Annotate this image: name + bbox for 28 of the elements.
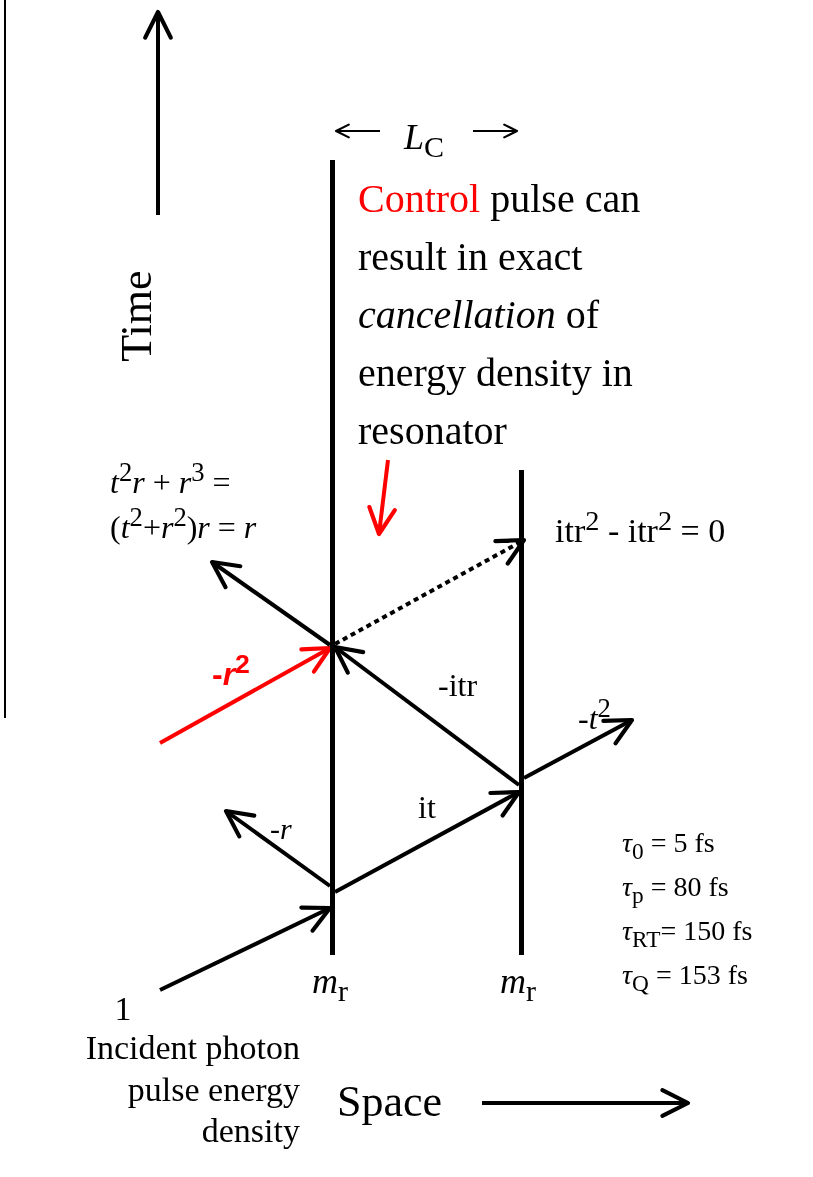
- arrow: [209, 559, 332, 647]
- axis-label: Time: [113, 270, 162, 362]
- parameter-text: τ$_{p}$ = 80 fs: [622, 872, 729, 909]
- caption-text: Incident photon pulse energy density: [84, 1028, 300, 1152]
- parameter-text: τ$_{RT}$= 150 fs: [622, 916, 753, 953]
- dimension-label: L$_{C}$: [404, 118, 445, 164]
- edge-label: -itr: [438, 668, 478, 704]
- dotted-arrow: [334, 537, 527, 646]
- arrow: [332, 644, 521, 787]
- arrow: [159, 645, 333, 745]
- arrow: [334, 789, 522, 894]
- mirror-label: m$_{r}$: [312, 962, 348, 1008]
- edge-label: itr$^{2}$ - itr$^{2}$ = 0: [555, 505, 726, 550]
- arrow: [159, 905, 333, 992]
- edge-label: it: [418, 790, 436, 826]
- edge-label: -t$^{2}$: [578, 694, 611, 736]
- arrow: [223, 808, 332, 888]
- number-label: 1: [113, 990, 133, 1028]
- mirror-label: m$_{r}$: [500, 962, 536, 1008]
- edge-label: -r: [270, 812, 292, 845]
- arrow: [367, 459, 397, 537]
- axis-label: Space: [337, 1078, 443, 1127]
- edge-label: t$^{2}$r + r$^{3}$ = (t$^{2}$+r$^{2}$)r = r: [110, 456, 258, 547]
- edge-label: -r$^{2}$: [212, 650, 250, 692]
- parameter-text: τ$_{0}$ = 5 fs: [622, 828, 715, 865]
- parameter-text: τ$_{Q}$ = 153 fs: [622, 960, 748, 997]
- arrow: [523, 717, 635, 780]
- annotation-text: Control pulse can result in exact cancellation of energy density in resonator: [358, 175, 642, 455]
